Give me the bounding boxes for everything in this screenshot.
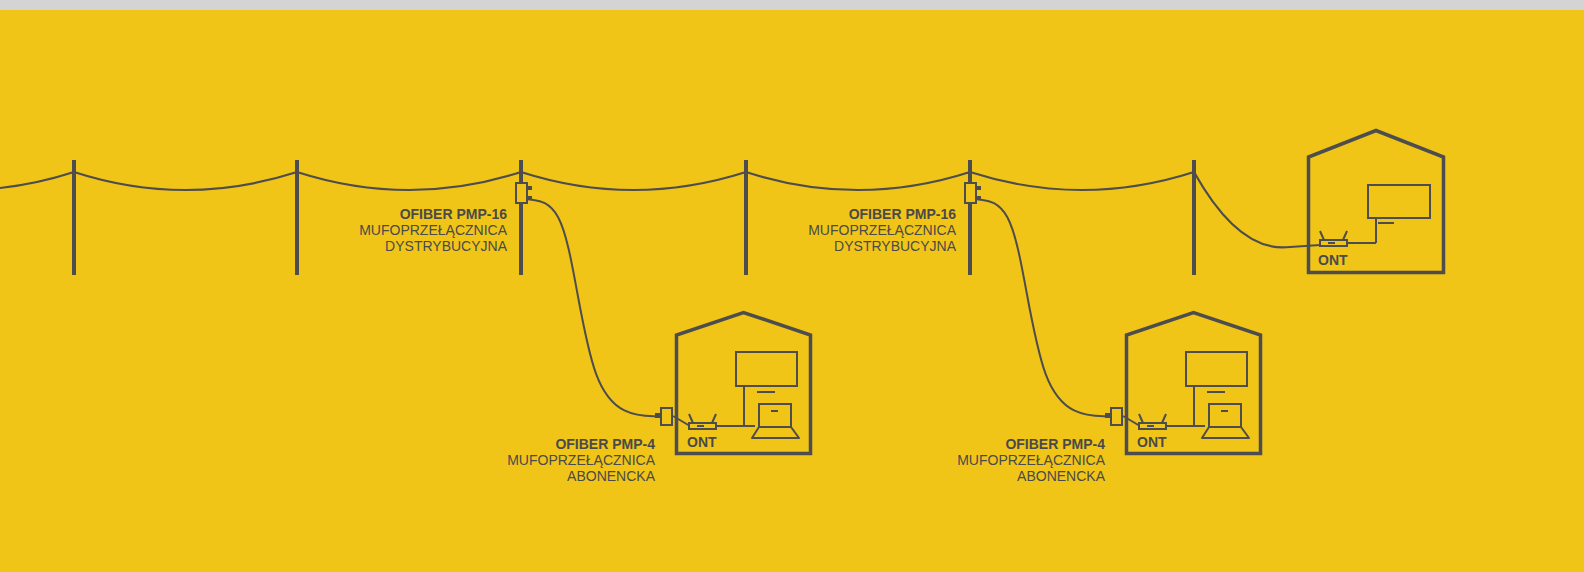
aerial-cable: [0, 172, 1194, 190]
subscriber-closure: OFIBER PMP-4MUFOPRZEŁĄCZNICA ABONENCKA: [660, 407, 673, 426]
device-label: ONT: [687, 434, 717, 450]
aerial-cable: [0, 172, 1320, 247]
closure-ports: [527, 186, 1110, 418]
poles: [74, 160, 1194, 275]
pole: [295, 160, 299, 275]
product-description: MUFOPRZEŁĄCZNICA ABONENCKA: [465, 452, 655, 484]
product-name: OFIBER PMP-4: [465, 436, 655, 452]
wire: [1347, 242, 1376, 244]
distribution-closure: OFIBER PMP-16MUFOPRZEŁĄCZNICA DYSTRYBUCY…: [515, 182, 528, 204]
drop-cable: [1194, 172, 1320, 247]
laptop-screen: [759, 404, 791, 427]
laptop-base: [1202, 427, 1249, 438]
pole: [968, 160, 972, 275]
laptop-mark: [771, 410, 778, 412]
pole: [744, 160, 748, 275]
wire: [1375, 218, 1377, 243]
monitor-stand: [1378, 222, 1394, 224]
house-drawing: [675, 311, 812, 455]
wire: [1193, 386, 1195, 426]
house: ONT: [675, 311, 812, 455]
pole: [519, 160, 523, 275]
drop-cable: [528, 199, 660, 416]
monitor-stand: [1207, 391, 1225, 393]
pole: [1192, 160, 1196, 275]
house-outline: [1309, 131, 1444, 273]
product-name: OFIBER PMP-16: [317, 206, 507, 222]
closure-label: OFIBER PMP-16MUFOPRZEŁĄCZNICA DYSTRYBUCY…: [766, 206, 956, 254]
monitor: [736, 352, 797, 386]
monitor: [1368, 185, 1430, 218]
product-description: MUFOPRZEŁĄCZNICA ABONENCKA: [915, 452, 1105, 484]
monitor: [1186, 352, 1247, 386]
house: ONT: [1307, 129, 1445, 274]
router: [1139, 414, 1166, 429]
closure-label: OFIBER PMP-4MUFOPRZEŁĄCZNICA ABONENCKA: [915, 436, 1105, 484]
router: [689, 414, 716, 429]
laptop-mark: [1221, 410, 1228, 412]
distribution-closure: OFIBER PMP-16MUFOPRZEŁĄCZNICA DYSTRYBUCY…: [964, 182, 977, 204]
drop-cable: [977, 199, 1110, 416]
product-name: OFIBER PMP-4: [915, 436, 1105, 452]
laptop-base: [752, 427, 799, 438]
house: ONT: [1125, 311, 1262, 455]
monitor-stand: [757, 391, 775, 393]
subscriber-closure: OFIBER PMP-4MUFOPRZEŁĄCZNICA ABONENCKA: [1110, 407, 1123, 426]
closure-label: OFIBER PMP-16MUFOPRZEŁĄCZNICA DYSTRYBUCY…: [317, 206, 507, 254]
closure-label: OFIBER PMP-4MUFOPRZEŁĄCZNICA ABONENCKA: [465, 436, 655, 484]
wire: [1165, 425, 1205, 427]
house-outline: [1127, 313, 1261, 454]
laptop-screen: [1209, 404, 1241, 427]
product-description: MUFOPRZEŁĄCZNICA DYSTRYBUCYJNA: [317, 222, 507, 254]
wire: [743, 386, 745, 426]
wire: [715, 425, 755, 427]
house-drawing: [1125, 311, 1262, 455]
router: [1320, 231, 1347, 246]
device-label: ONT: [1318, 252, 1348, 268]
product-name: OFIBER PMP-16: [766, 206, 956, 222]
top-strip: [0, 0, 1584, 10]
device-label: ONT: [1137, 434, 1167, 450]
house-outline: [677, 313, 811, 454]
product-description: MUFOPRZEŁĄCZNICA DYSTRYBUCYJNA: [766, 222, 956, 254]
pole: [72, 160, 76, 275]
